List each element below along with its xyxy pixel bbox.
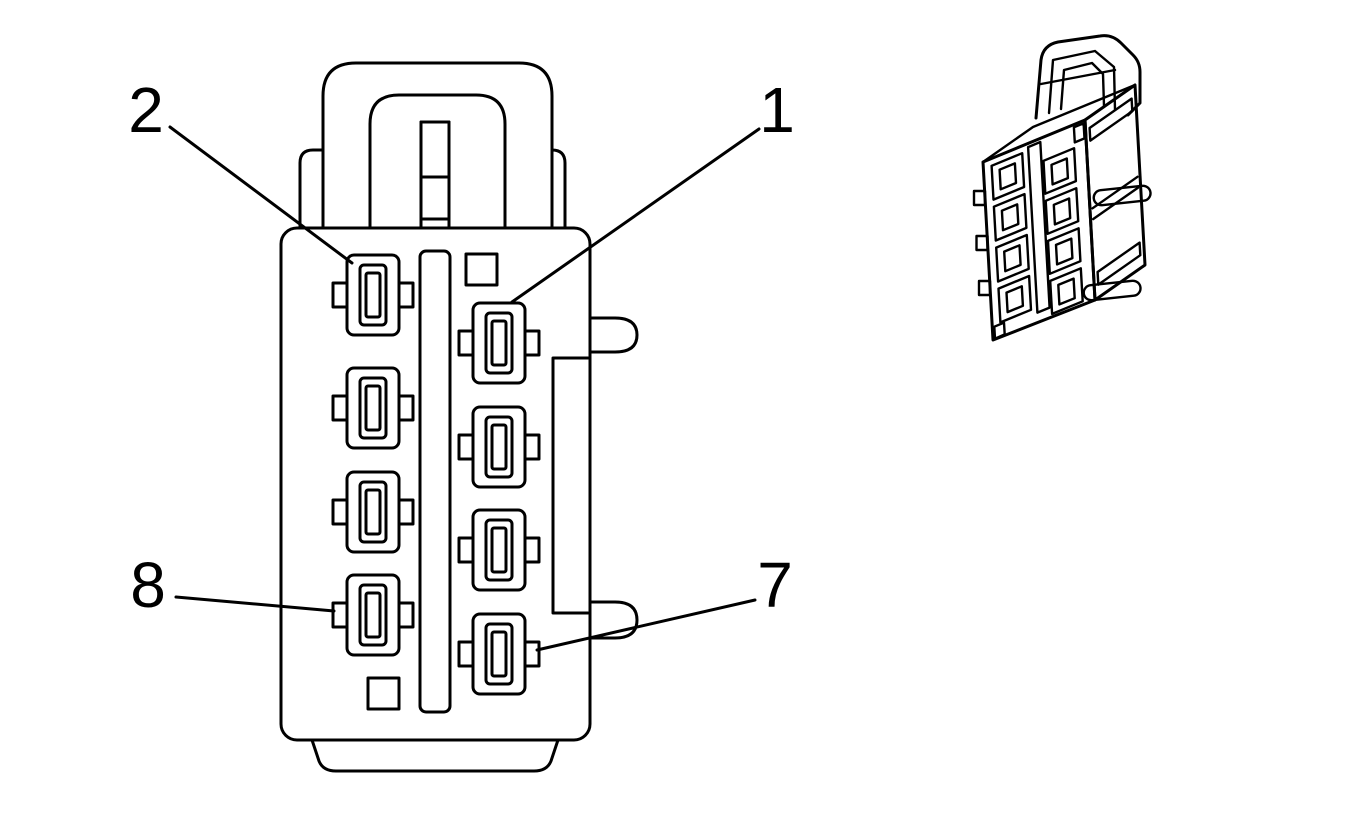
latch-center-rib [419,120,451,230]
pin-cavity-grid [331,253,541,696]
iso-cavity-column-left [990,151,1033,324]
pin-cavity-1 [457,301,541,385]
callout-1-label: 1 [759,74,795,146]
callout-7-label: 7 [757,549,793,621]
pin-cavity-right-2 [457,405,541,489]
latch-outer-arch [321,61,554,230]
connector-body-outline [279,226,592,742]
iso-cavity [1044,186,1080,236]
iso-cavity-slot [1005,285,1025,314]
right-side-pocket [551,356,590,615]
iso-peg-upper [1092,184,1152,207]
iso-edge-tab [972,189,987,207]
iso-rail [1096,241,1142,286]
callout-8-label: 8 [130,549,166,621]
iso-top-face [981,83,1137,164]
iso-edge-tab [975,234,989,252]
connector-bottom-base [310,738,560,773]
pin-cavity-right-3 [457,508,541,592]
iso-cavity [1046,227,1082,275]
iso-side-pegs [1082,184,1152,302]
center-keying-rib [418,249,452,714]
iso-cavity [992,192,1028,242]
iso-peg-lower [1082,279,1142,302]
connector-face-view [279,61,639,773]
callout-1-leader [510,127,761,304]
callout-7-leader [535,598,757,652]
pin-cavity-7 [457,612,541,696]
iso-cavity [990,151,1026,201]
iso-cavity [1048,267,1084,316]
iso-cavity [997,274,1033,324]
iso-cavity-slot [1052,197,1072,226]
pin-cavity-8 [331,573,415,657]
keying-square-bottom-left [366,676,401,711]
pin-cavity-left-3 [331,470,415,554]
iso-left-edge-tabs [972,189,992,297]
iso-cavity-slot [1057,277,1076,306]
collar-left-shoulder [298,148,325,230]
callout-2-leader [168,125,354,265]
iso-cavity-slot [998,162,1018,191]
iso-cavity-slot [1000,203,1020,232]
iso-cavity-column-right [1042,146,1084,316]
pin-cavity-2 [331,253,415,337]
iso-cavity [1042,146,1078,195]
collar-right-shoulder [550,148,567,230]
callouts: 1 2 7 8 [128,74,795,652]
iso-cavity [995,233,1030,283]
side-tab-upper [588,316,639,354]
callout-8-leader [174,595,336,613]
connector-perspective-view [972,34,1152,342]
iso-cavity-slot [1003,244,1022,273]
iso-cavity-slot [1050,157,1070,186]
iso-keying-square-top-right [1072,122,1086,144]
callout-2-label: 2 [128,74,164,146]
iso-rail [1088,97,1134,142]
iso-latch [1034,34,1142,120]
iso-center-rib [1026,140,1051,314]
pin-cavity-left-2 [331,366,415,450]
latch-inner-arch [368,93,507,230]
iso-cavity-slot [1054,237,1074,266]
keying-square-top-right [464,252,499,287]
side-tab-lower [588,600,639,640]
iso-keying-square-bottom-left [993,321,1006,340]
iso-edge-tab [977,279,992,297]
